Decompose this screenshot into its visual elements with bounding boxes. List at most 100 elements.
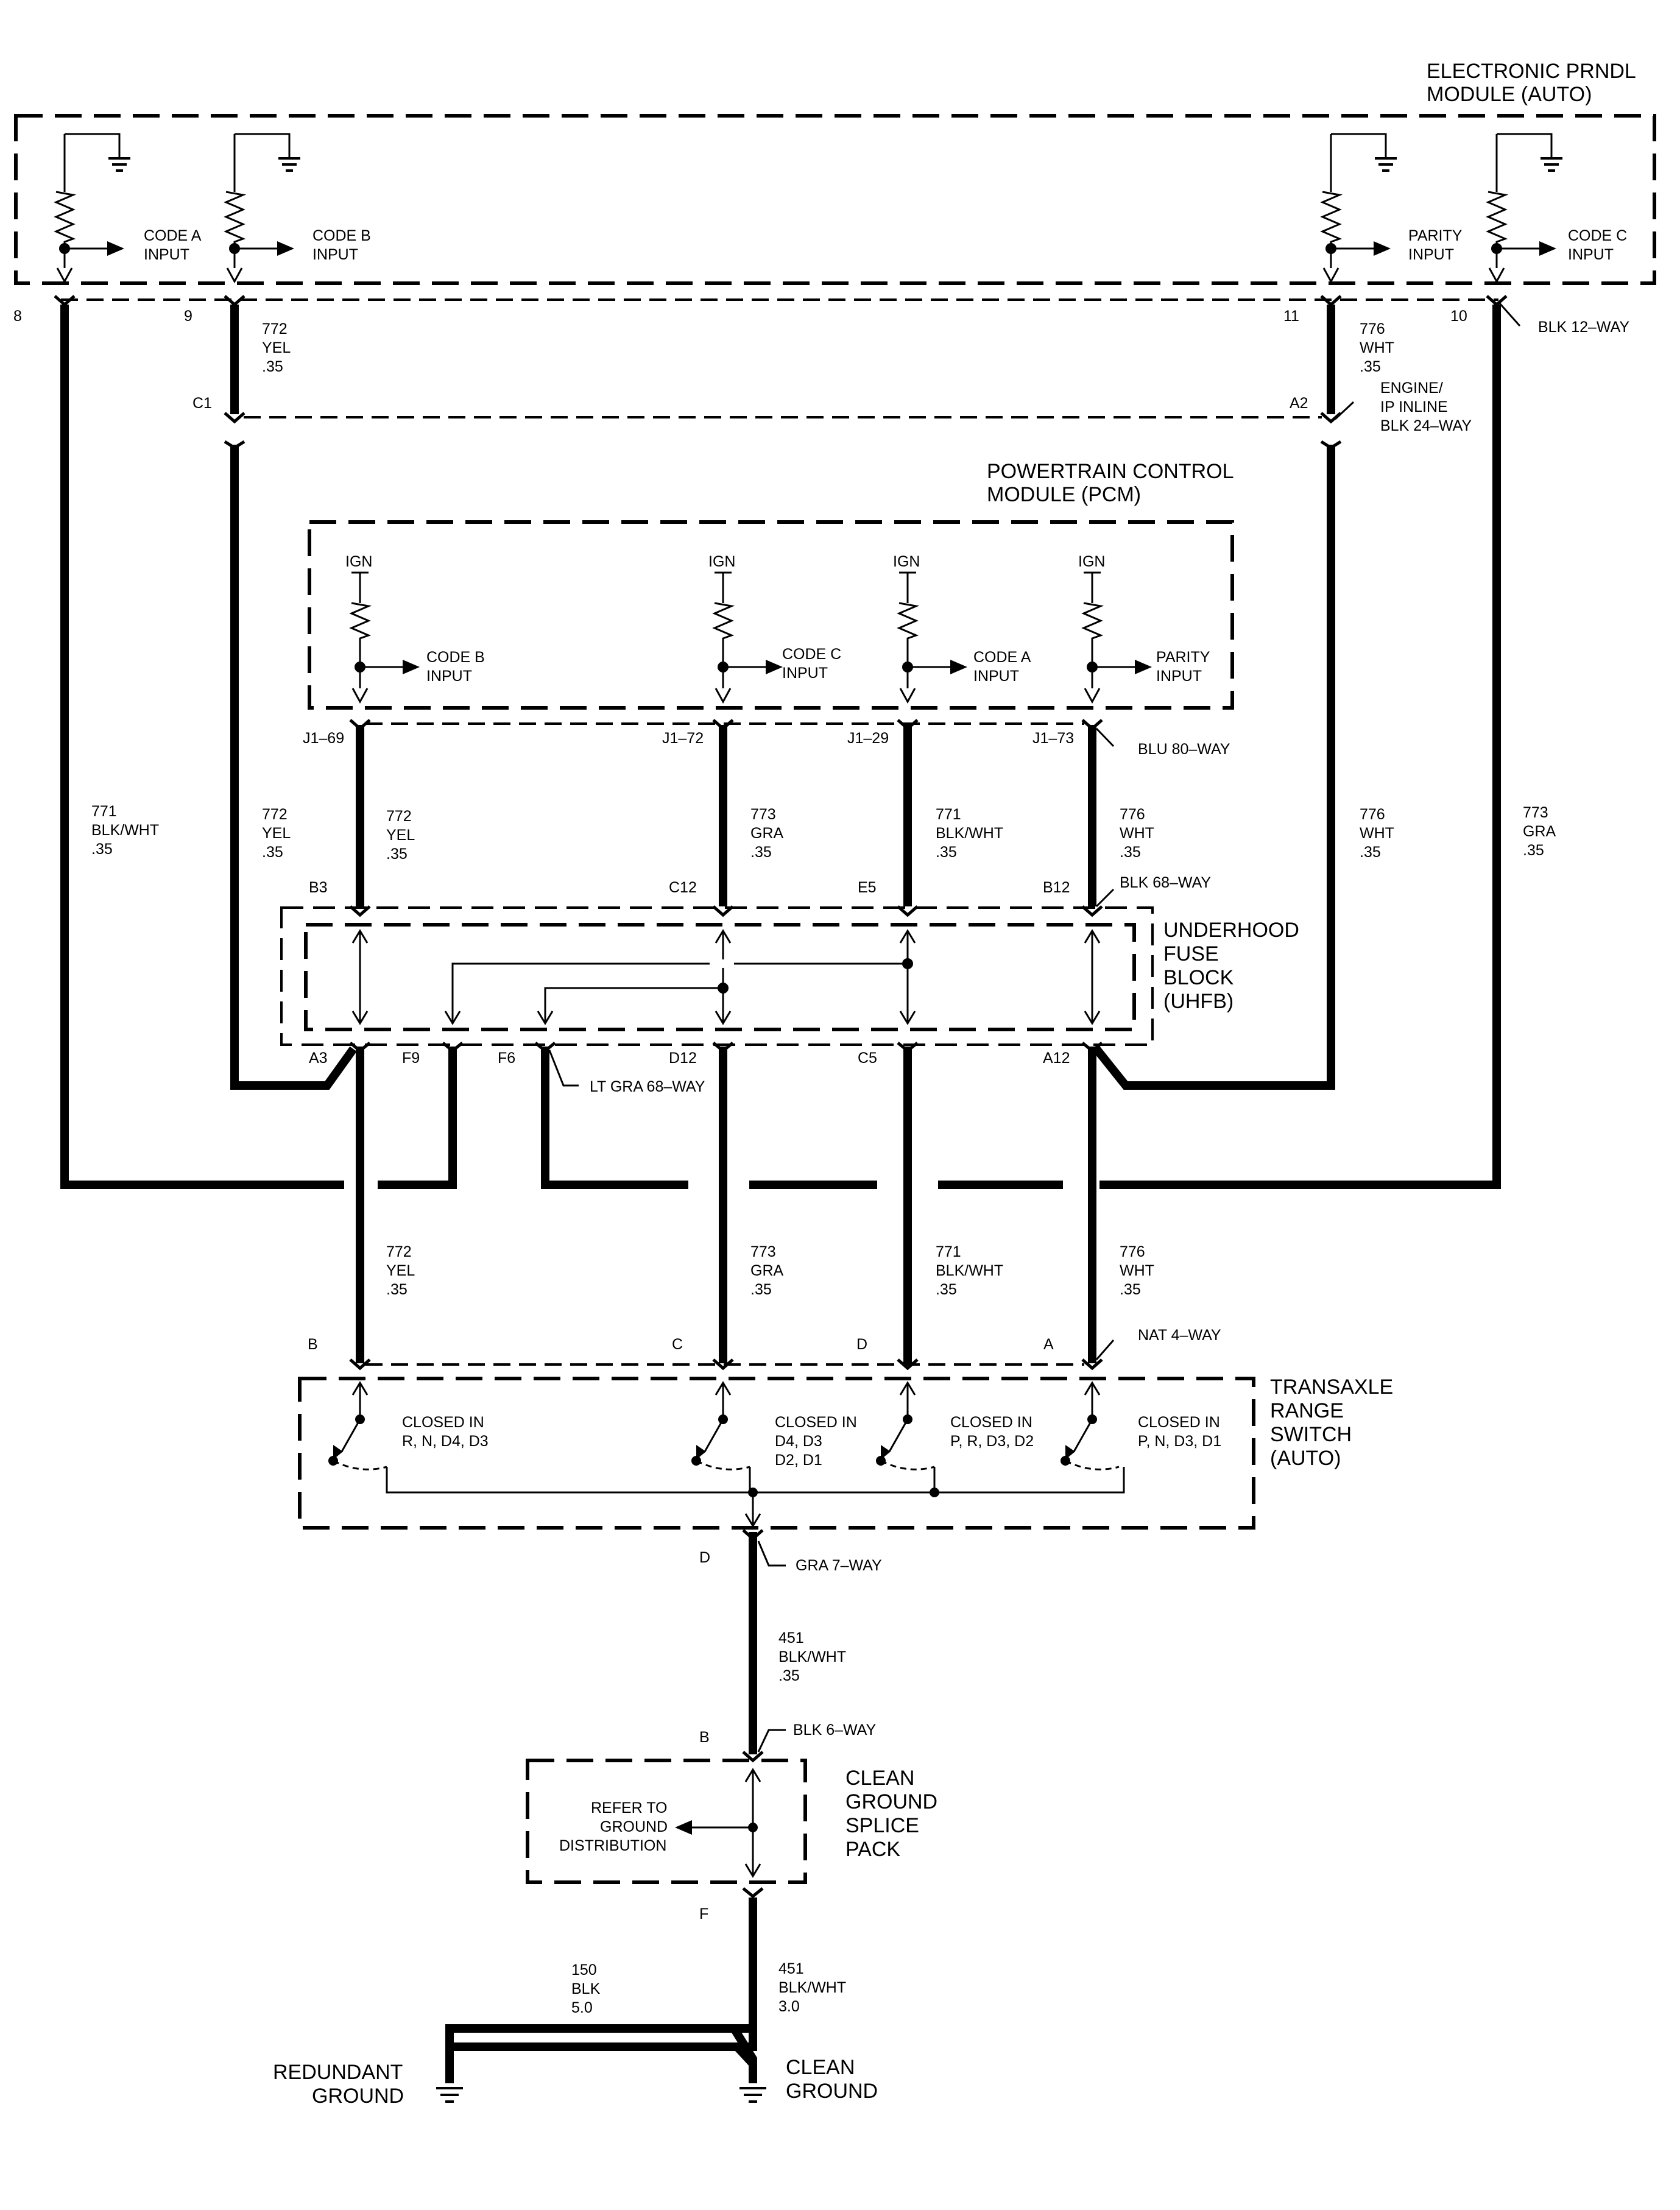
splice-in-pin: B	[699, 1729, 710, 1746]
wire-150	[445, 2042, 737, 2076]
trs-switch4-l1: CLOSED IN	[1138, 1414, 1220, 1431]
prndl-code-b-label-1: CODE B	[312, 227, 371, 244]
pin-9: 9	[184, 308, 192, 325]
trs-switch2-l3: D2, D1	[775, 1452, 822, 1469]
uhfb-pin-c12: C12	[669, 879, 697, 896]
prndl-code-a-label-1: CODE A	[144, 227, 202, 244]
w772-mid-gauge: .35	[262, 844, 283, 861]
splice-pack-box	[526, 1759, 807, 1884]
uhfb-internal-wiring	[349, 905, 1103, 1025]
prndl-code-c-label-2: INPUT	[1568, 246, 1614, 263]
uhfb-pin-b12: B12	[1043, 879, 1070, 896]
clean-ground-label-1: CLEAN	[786, 2056, 855, 2079]
uhfb-pin-f9: F9	[402, 1050, 420, 1067]
w776-right-circuit: 776	[1360, 806, 1385, 823]
trs-box	[298, 1377, 1255, 1530]
trs-out-pin: D	[699, 1549, 710, 1566]
w772-pcm-circuit: 772	[386, 808, 412, 825]
prndl-title-line1: ELECTRONIC PRNDL	[1427, 60, 1636, 83]
uhfb-pin-c5: C5	[858, 1050, 877, 1067]
trs-title-2: RANGE	[1270, 1399, 1344, 1422]
w776-pcm-circuit: 776	[1120, 806, 1145, 823]
trs-connector-label: NAT 4–WAY	[1138, 1327, 1221, 1344]
pcm-code-b-label-1: CODE B	[426, 649, 485, 666]
redundant-ground-icon	[436, 2074, 463, 2103]
trs-block: TRANSAXLE RANGE SWITCH (AUTO)	[298, 1375, 1393, 1530]
uhfb-pin-a12: A12	[1043, 1050, 1070, 1067]
w771-left-circuit: 771	[91, 803, 117, 820]
splice-refer-1: REFER TO	[591, 1799, 668, 1816]
trs-pin-a: A	[1043, 1336, 1054, 1353]
trs-switch1-l1: CLOSED IN	[402, 1414, 484, 1431]
prndl-input-code-a	[54, 133, 130, 284]
wires	[60, 305, 1501, 2076]
prndl-input-code-c	[1486, 133, 1562, 284]
inline-pin-c1: C1	[192, 395, 212, 412]
w772-upper-circuit: 772	[262, 320, 288, 337]
arrow-right-icon	[277, 241, 294, 256]
pcm-ign-2: IGN	[708, 553, 735, 570]
inline-label-2: IP INLINE	[1380, 398, 1448, 415]
trs-title-4: (AUTO)	[1270, 1447, 1341, 1470]
pcm-pin-j1-73: J1–73	[1032, 730, 1074, 747]
pcm-ign-4: IGN	[1078, 553, 1105, 570]
pcm-title-line2: MODULE (PCM)	[987, 483, 1141, 506]
splice-refer-3: DISTRIBUTION	[559, 1837, 666, 1854]
pcm-title-line1: POWERTRAIN CONTROL	[987, 460, 1234, 483]
trs-switch-2	[691, 1381, 750, 1470]
pcm-ign-3: IGN	[893, 553, 920, 570]
pcm-input-code-a	[897, 571, 967, 704]
splice-refer-2: GROUND	[600, 1818, 668, 1835]
w772-pcm-color: YEL	[386, 827, 415, 844]
trs-switch2-l1: CLOSED IN	[775, 1414, 857, 1431]
ground-icon	[1375, 157, 1397, 172]
w772-lower-gauge: .35	[386, 1281, 408, 1298]
w451b-gauge: 3.0	[778, 1998, 800, 2015]
pin-11: 11	[1283, 308, 1299, 325]
splice-title-4: PACK	[845, 1838, 900, 1861]
uhfb-title-2: FUSE	[1163, 942, 1219, 966]
uhfb-outer-box	[280, 906, 1154, 1046]
prndl-code-b-label-2: INPUT	[312, 246, 358, 263]
prndl-parity-label-1: PARITY	[1408, 227, 1463, 244]
pcm-ign-1: IGN	[345, 553, 372, 570]
splice-title-1: CLEAN	[845, 1767, 914, 1790]
pcm-code-c-label-2: INPUT	[782, 665, 828, 682]
pcm-code-a-label-1: CODE A	[973, 649, 1031, 666]
clean-ground-label-2: GROUND	[786, 2080, 878, 2103]
w772-mid-color: YEL	[262, 825, 291, 842]
arrow-right-icon	[766, 660, 783, 674]
uhfb-pin-b3: B3	[309, 879, 328, 896]
uhfb-pin-d12: D12	[669, 1050, 697, 1067]
w150-circuit: 150	[571, 1961, 597, 1979]
trs-switch-1	[328, 1381, 387, 1470]
pcm-module-box	[308, 520, 1234, 710]
splice-title-3: SPLICE	[845, 1814, 919, 1837]
trs-switch-4	[1061, 1381, 1120, 1470]
uhfb-title-1: UNDERHOOD	[1163, 919, 1299, 942]
w773-right-gauge: .35	[1523, 842, 1544, 859]
pcm-input-parity	[1081, 571, 1152, 704]
trs-switch1-l2: R, N, D4, D3	[402, 1433, 489, 1450]
w451a-circuit: 451	[778, 1629, 804, 1647]
w772-lower-color: YEL	[386, 1262, 415, 1279]
pcm-parity-label-1: PARITY	[1156, 649, 1210, 666]
w451a-color: BLK/WHT	[778, 1648, 846, 1665]
w451b-circuit: 451	[778, 1960, 804, 1977]
prndl-connector-label: BLK 12–WAY	[1538, 319, 1629, 336]
wire-f9	[378, 1047, 457, 1189]
w776-lower-color: WHT	[1120, 1262, 1154, 1279]
w771-pcm-color: BLK/WHT	[936, 825, 1003, 842]
w776-lower-gauge: .35	[1120, 1281, 1141, 1298]
w776-upper-circuit: 776	[1360, 320, 1385, 337]
uhfb-title-4: (UHFB)	[1163, 990, 1234, 1013]
w773-right-color: GRA	[1523, 823, 1556, 840]
w451b-color: BLK/WHT	[778, 1979, 846, 1996]
pcm-code-b-label-2: INPUT	[426, 668, 472, 685]
wire-771-prndl	[60, 305, 344, 1189]
w776-right-gauge: .35	[1360, 844, 1381, 861]
trs-switch4-l2: P, N, D3, D1	[1138, 1433, 1221, 1450]
pin-8: 8	[13, 308, 22, 325]
wire-773-prndl	[1099, 305, 1501, 1189]
pcm-pin-j1-29: J1–29	[847, 730, 889, 747]
